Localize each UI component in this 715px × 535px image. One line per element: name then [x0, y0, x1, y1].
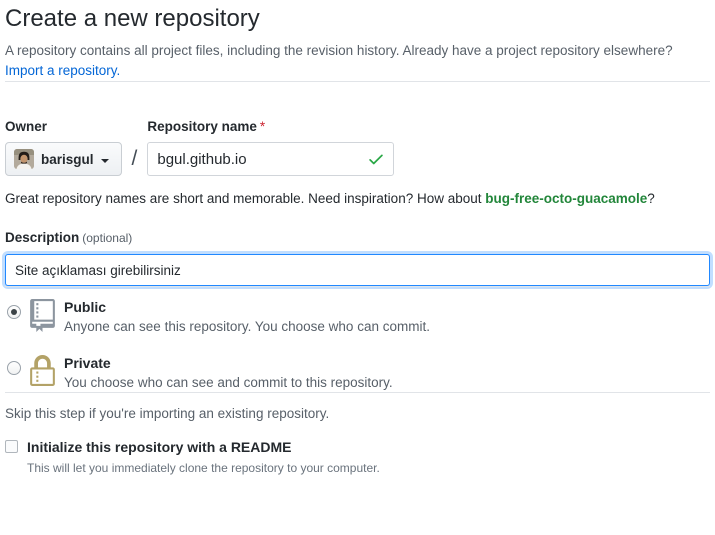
optional-note: (optional): [82, 231, 133, 245]
owner-repo-separator: /: [131, 147, 138, 170]
description-label: Description(optional): [5, 230, 133, 245]
repo-book-icon: [30, 299, 55, 332]
owner-field: Owner barisgul: [5, 118, 122, 176]
page-subtitle: A repository contains all project files,…: [5, 41, 710, 81]
readme-checkbox[interactable]: [5, 440, 18, 453]
private-option-text: Private You choose who can see and commi…: [64, 355, 393, 392]
private-radio[interactable]: [7, 361, 21, 375]
readme-label[interactable]: Initialize this repository with a README: [27, 439, 292, 455]
create-repository-page: Create a new repository A repository con…: [5, 5, 710, 475]
private-option-row: Private You choose who can see and commi…: [5, 355, 710, 392]
private-label[interactable]: Private: [64, 355, 111, 371]
check-icon: [367, 150, 385, 168]
public-label[interactable]: Public: [64, 299, 107, 315]
page-title: Create a new repository: [5, 5, 260, 32]
import-repository-link[interactable]: Import a repository.: [5, 63, 121, 78]
owner-repo-fields: Owner barisgul / Rep: [5, 118, 710, 176]
repository-name-input[interactable]: [147, 142, 395, 176]
public-option-row: Public Anyone can see this repository. Y…: [5, 299, 710, 336]
owner-label: Owner: [5, 119, 48, 134]
divider: [5, 81, 710, 82]
readme-option-row: Initialize this repository with a README: [5, 439, 710, 456]
private-description: You choose who can see and commit to thi…: [64, 375, 393, 390]
divider: [5, 392, 710, 393]
name-suggestion: Great repository names are short and mem…: [5, 191, 655, 206]
repository-name-label: Repository name*: [147, 119, 266, 134]
description-input[interactable]: [5, 254, 710, 286]
owner-username: barisgul: [41, 151, 94, 167]
subtitle-text: A repository contains all project files,…: [5, 43, 673, 58]
divider: [5, 286, 710, 287]
owner-avatar: [14, 149, 34, 169]
caret-down-icon: [100, 158, 109, 167]
required-asterisk: *: [259, 119, 266, 134]
public-radio[interactable]: [7, 305, 21, 319]
public-description: Anyone can see this repository. You choo…: [64, 319, 430, 334]
repository-name-field: Repository name*: [147, 118, 395, 176]
readme-description: This will let you immediately clone the …: [27, 461, 380, 475]
suggested-name-link[interactable]: bug-free-octo-guacamole: [485, 191, 648, 206]
lock-icon: [30, 355, 55, 388]
skip-note: Skip this step if you're importing an ex…: [5, 406, 330, 421]
public-option-text: Public Anyone can see this repository. Y…: [64, 299, 430, 336]
owner-select-button[interactable]: barisgul: [5, 142, 122, 176]
